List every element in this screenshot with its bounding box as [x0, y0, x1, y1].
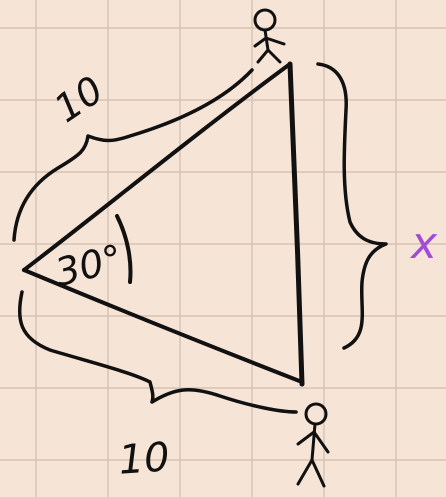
- top-side-brace: [12, 68, 254, 242]
- angle-arc: [115, 214, 133, 284]
- top-side-length-label: 10: [46, 67, 111, 131]
- person-top-figure: [253, 8, 286, 64]
- person-bottom-figure: [296, 402, 330, 488]
- bottom-side-length-label: 10: [117, 434, 171, 483]
- right-side-brace: [316, 62, 388, 350]
- triangle-side-right: [287, 61, 305, 387]
- angle-label: 30°: [51, 236, 127, 295]
- bottom-side-brace: [17, 290, 298, 414]
- triangle-side-top: [22, 62, 292, 272]
- triangle-side-bottom: [22, 268, 304, 384]
- unknown-side-label: x: [409, 218, 438, 269]
